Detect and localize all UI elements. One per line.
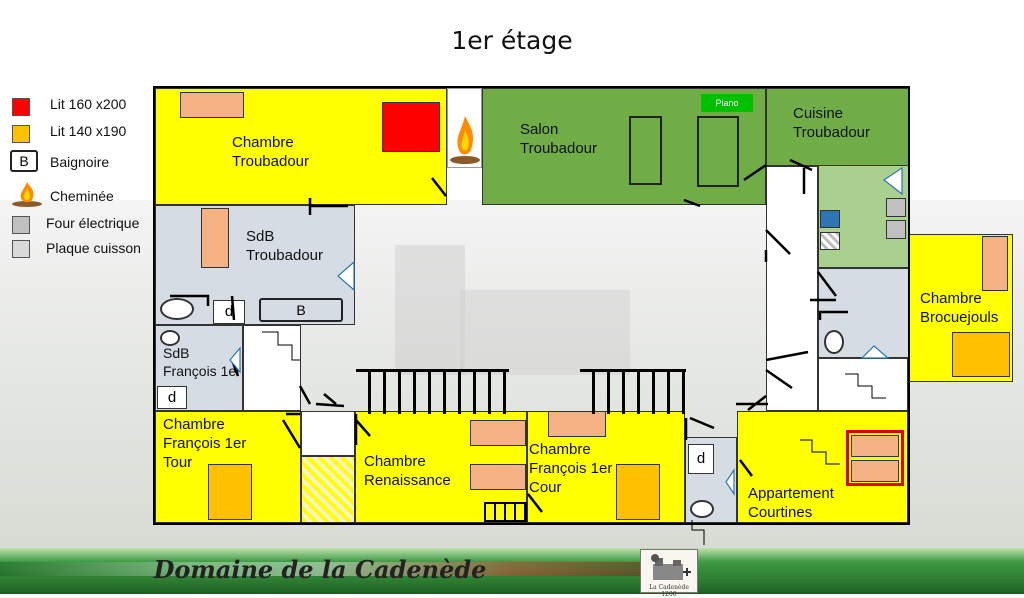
- vanity: [201, 208, 229, 268]
- sink: [820, 210, 840, 228]
- single-bed: [470, 464, 526, 490]
- room-label-chambre-brocuejouls: Chambre Brocuejouls: [920, 290, 999, 326]
- stair-landing: [301, 411, 355, 456]
- bed-140: [208, 464, 252, 520]
- railing: [580, 369, 686, 414]
- page-title: 1er étage: [451, 26, 573, 55]
- toilet: [160, 298, 194, 320]
- bed-140: [616, 464, 660, 520]
- hatched-area: [301, 456, 355, 523]
- room-label-chambre-renaissance: Chambre Renaissance: [364, 453, 451, 489]
- sofa: [697, 116, 739, 187]
- wall: [153, 523, 910, 525]
- legend-label-cheminee: Cheminée: [50, 188, 114, 204]
- room-label-sdb-troubadour: SdB Troubadour: [246, 228, 323, 264]
- shower: d: [213, 300, 245, 324]
- legend-swatch-lit-140: [12, 125, 30, 143]
- toilet: [690, 500, 714, 518]
- background-building: [460, 290, 630, 375]
- banner-title: Domaine de la Cadenède: [153, 555, 487, 584]
- single-bed: [180, 92, 244, 118]
- legend-swatch-plaque: [12, 240, 30, 258]
- legend-bathtub-symbol: B: [10, 150, 38, 172]
- cooktop-icon: [820, 232, 840, 250]
- legend-swatch-lit-160: [12, 98, 30, 116]
- legend-swatch-four: [12, 216, 30, 234]
- room-label-salon-troubadour: Salon Troubadour: [520, 121, 597, 157]
- wall: [153, 86, 910, 88]
- oven-icon: [886, 220, 906, 239]
- room-label-chambre-troubadour: Chambre Troubadour: [232, 134, 309, 170]
- logo-caption: La Cadenède 1200: [649, 584, 689, 598]
- bed-160-frame: [846, 430, 904, 486]
- room-label-chambre-francois-tour: Chambre François 1er Tour: [163, 416, 247, 471]
- bed-160: [382, 102, 440, 152]
- legend-label-lit-160: Lit 160 x200: [50, 96, 127, 112]
- bathtub: B: [259, 298, 343, 322]
- background-tower: [395, 245, 465, 375]
- fire-icon: [10, 180, 44, 208]
- castle-logo-icon: [651, 554, 691, 580]
- room-cuisine-troubadour[interactable]: [766, 88, 909, 166]
- single-bed: [470, 420, 526, 446]
- oven-icon: [886, 198, 906, 217]
- logo: La Cadenède 1200: [640, 549, 698, 598]
- toilet: [824, 330, 844, 354]
- single-bed: [982, 236, 1008, 291]
- room-label-appartement-courtines: Appartement Courtines: [748, 485, 834, 521]
- single-bed: [548, 411, 606, 437]
- corridor-east: [766, 166, 818, 411]
- wall: [908, 86, 910, 525]
- floor-plan: Chambre Troubadour Piano Salon Troubadou…: [153, 86, 1013, 545]
- door-marks: [170, 158, 903, 545]
- fire-icon: [448, 110, 482, 166]
- bed-140: [952, 332, 1010, 377]
- railing: [356, 369, 509, 414]
- toilet: [160, 330, 180, 346]
- shower: d: [688, 444, 714, 474]
- sofa: [629, 116, 662, 185]
- shower: d: [157, 386, 187, 409]
- single-bed: [851, 435, 899, 457]
- single-bed: [851, 460, 899, 482]
- piano: Piano: [701, 94, 753, 112]
- room-label-chambre-francois-cour: Chambre François 1er Cour: [529, 441, 613, 496]
- legend-label-four: Four électrique: [46, 215, 140, 231]
- legend-label-baignoire: Baignoire: [50, 154, 110, 170]
- legend-label-lit-140: Lit 140 x190: [50, 123, 127, 139]
- room-label-cuisine-troubadour: Cuisine Troubadour: [793, 105, 870, 141]
- legend: Lit 160 x200 Lit 140 x190 B Baignoire Ch…: [10, 94, 160, 264]
- footer-banner: [0, 548, 1024, 594]
- legend-label-plaque: Plaque cuisson: [46, 240, 141, 256]
- stair-west: [243, 325, 301, 411]
- banner-stripe: [0, 562, 640, 576]
- wall: [153, 86, 155, 525]
